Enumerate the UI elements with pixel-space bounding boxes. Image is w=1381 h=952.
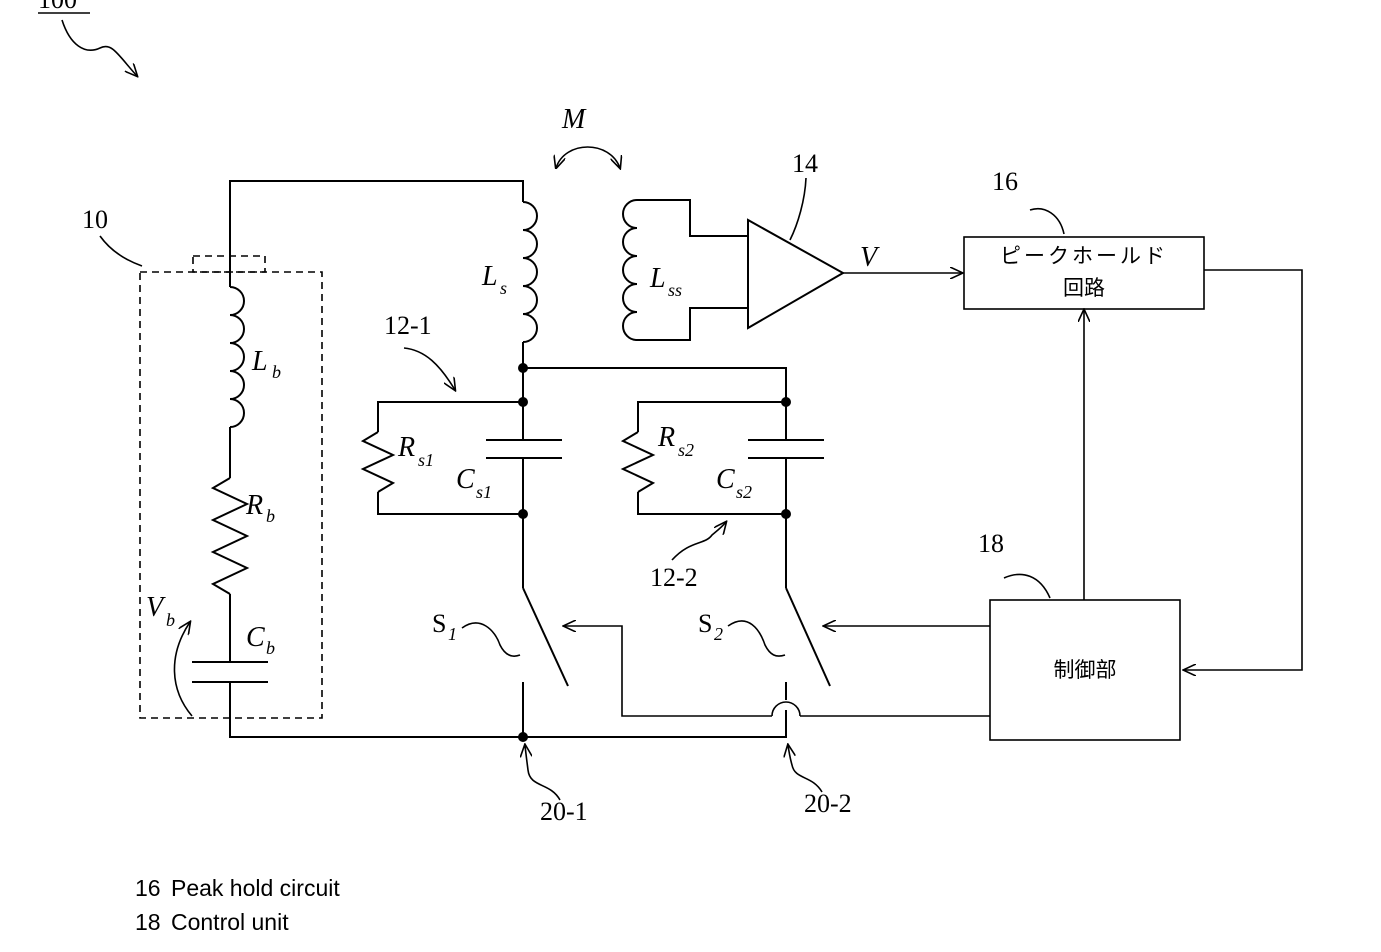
junction-dot	[781, 397, 791, 407]
cb-sym: C	[246, 622, 265, 653]
junction-dot	[518, 363, 528, 373]
svg-text:10: 10	[82, 205, 108, 234]
legend-item-2: 18 Control unit	[135, 909, 289, 935]
peak-hold-ref: 16	[992, 167, 1018, 196]
coil-lss	[623, 200, 748, 340]
amplifier-triangle	[748, 220, 843, 328]
lb-sym: L	[251, 346, 268, 377]
svg-text:100: 100	[38, 0, 77, 14]
control-label: 制御部	[1054, 658, 1117, 682]
ref-100: 100	[38, 0, 137, 76]
switch-s1	[523, 588, 568, 737]
ls-sub: s	[500, 278, 507, 298]
cs1-sub: s1	[476, 482, 492, 502]
vb-arrow	[174, 622, 192, 716]
cs1-sym: C	[456, 464, 475, 495]
rs2-sub: s2	[678, 440, 694, 460]
coupling-m: M	[561, 104, 587, 135]
junction-dot	[518, 397, 528, 407]
resistor-rb	[213, 478, 247, 594]
lb-sub: b	[272, 362, 281, 382]
junction-dot	[518, 509, 528, 519]
vb-sub: b	[166, 610, 175, 630]
junction-dot	[518, 732, 528, 742]
amp-ref: 14	[792, 149, 818, 178]
coil-ls	[523, 202, 537, 368]
ls-sym: L	[481, 261, 498, 292]
rs1-sub: s1	[418, 450, 434, 470]
s1-sym: S	[432, 609, 446, 638]
legend: 16 Peak hold circuit 18 Control unit	[135, 875, 340, 935]
inductor-lb	[230, 287, 244, 427]
s2-sym: S	[698, 609, 712, 638]
battery-box: 10	[82, 205, 322, 718]
peak-to-control-wire	[1184, 270, 1302, 670]
control-to-s1-wire	[564, 626, 772, 716]
rs1-sym: R	[397, 432, 415, 463]
lss-sub: ss	[668, 280, 682, 300]
lss-sym: L	[649, 263, 666, 294]
cs2-sub: s2	[736, 482, 752, 502]
node2-ref: 20-2	[804, 789, 852, 818]
node1-ref: 20-1	[540, 797, 588, 826]
s1-sub: 1	[448, 624, 457, 644]
rb-sub: b	[266, 506, 275, 526]
peak-hold-line1: ピークホールド	[1000, 244, 1168, 268]
cb-sub: b	[266, 638, 275, 658]
branch2-ref: 12-2	[650, 563, 698, 592]
vb-sym: V	[146, 592, 166, 623]
rb-sym: R	[245, 490, 263, 521]
cs2-sym: C	[716, 464, 735, 495]
coupling-arrow	[556, 147, 620, 168]
branch-12-1	[363, 402, 562, 588]
junction-dot	[781, 509, 791, 519]
control-ref: 18	[978, 529, 1004, 558]
branch1-ref: 12-1	[384, 311, 432, 340]
s2-sub: 2	[714, 624, 723, 644]
legend-item-1: 16 Peak hold circuit	[135, 875, 340, 901]
rs2-sym: R	[657, 422, 675, 453]
peak-hold-line2: 回路	[1063, 276, 1105, 300]
switch-s2	[786, 588, 830, 700]
output-v: V	[860, 242, 880, 273]
branch-12-2	[623, 402, 824, 588]
